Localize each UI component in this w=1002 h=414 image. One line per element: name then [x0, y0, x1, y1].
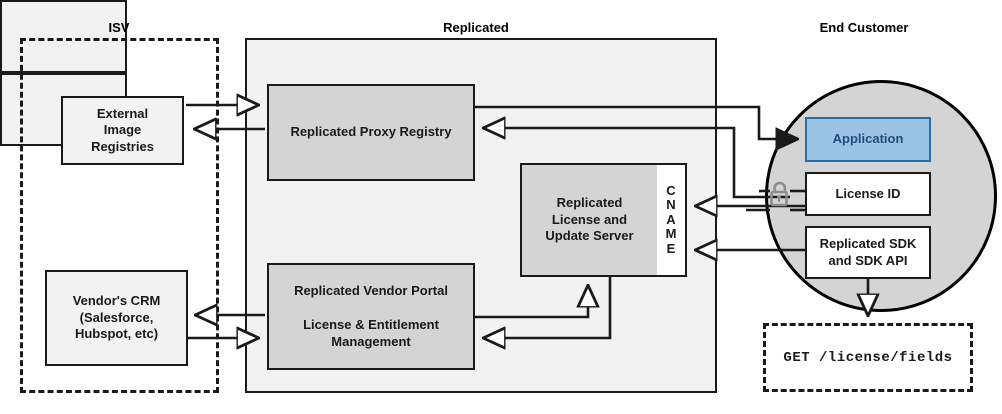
node-replicated-vendor-portal[interactable]: Replicated Vendor Portal License & Entit…: [267, 263, 475, 370]
registries-line-2: Image: [103, 122, 142, 138]
sdk-line-2: and SDK API: [828, 252, 908, 268]
node-vendors-crm[interactable]: Vendor's CRM (Salesforce, Hubspot, etc): [45, 270, 188, 366]
registries-stack-back: [0, 0, 127, 73]
api-call-label: GET /license/fields: [783, 349, 953, 366]
license-id-label: License ID: [835, 185, 901, 201]
cname-letter-c: C: [666, 182, 676, 198]
cname-letter-m: M: [665, 226, 677, 242]
license-server-line-3: Update Server: [545, 228, 634, 244]
open-padlock-icon: [770, 181, 788, 207]
vendor-portal-line-1: Replicated Vendor Portal: [294, 282, 448, 298]
registries-line-3: Registries: [91, 138, 154, 154]
header-replicated: Replicated: [443, 20, 509, 35]
registries-line-1: External: [96, 105, 149, 121]
node-replicated-license-update-server[interactable]: Replicated License and Update Server: [520, 163, 659, 277]
node-replicated-sdk[interactable]: Replicated SDK and SDK API: [805, 226, 931, 279]
crm-line-3: Hubspot, etc): [74, 326, 159, 342]
node-replicated-proxy-registry[interactable]: Replicated Proxy Registry: [267, 84, 475, 181]
vendor-portal-line-3: Management: [331, 333, 411, 349]
node-cname[interactable]: C N A M E: [657, 163, 687, 277]
node-application[interactable]: Application: [805, 117, 931, 162]
line-licenseserver-to-vendorportal: [484, 277, 612, 338]
sdk-line-1: Replicated SDK: [819, 235, 917, 251]
crm-line-1: Vendor's CRM: [72, 293, 161, 309]
cname-letter-e: E: [666, 240, 676, 256]
isv-boundary: [20, 38, 219, 393]
vendor-portal-line-2: License & Entitlement: [303, 317, 439, 333]
proxy-registry-label: Replicated Proxy Registry: [290, 124, 452, 140]
line-vendorportal-to-licenseserver: [475, 286, 588, 319]
cname-letter-n: N: [666, 197, 676, 213]
license-server-line-1: Replicated: [556, 195, 623, 211]
crm-line-2: (Salesforce,: [79, 309, 154, 325]
header-isv: ISV: [108, 20, 130, 35]
node-license-id[interactable]: License ID: [805, 172, 931, 216]
line-customer-to-proxy: [484, 128, 790, 199]
node-api-call: GET /license/fields: [763, 323, 973, 392]
cname-letter-a: A: [666, 211, 676, 227]
application-label: Application: [832, 131, 904, 147]
license-server-line-2: License and: [551, 211, 628, 227]
header-end-customer: End Customer: [819, 20, 909, 35]
node-external-image-registries[interactable]: External Image Registries: [61, 96, 184, 165]
vendor-portal-sublabel: License & Entitlement Management: [303, 317, 439, 350]
line-proxy-to-application: [475, 105, 797, 139]
